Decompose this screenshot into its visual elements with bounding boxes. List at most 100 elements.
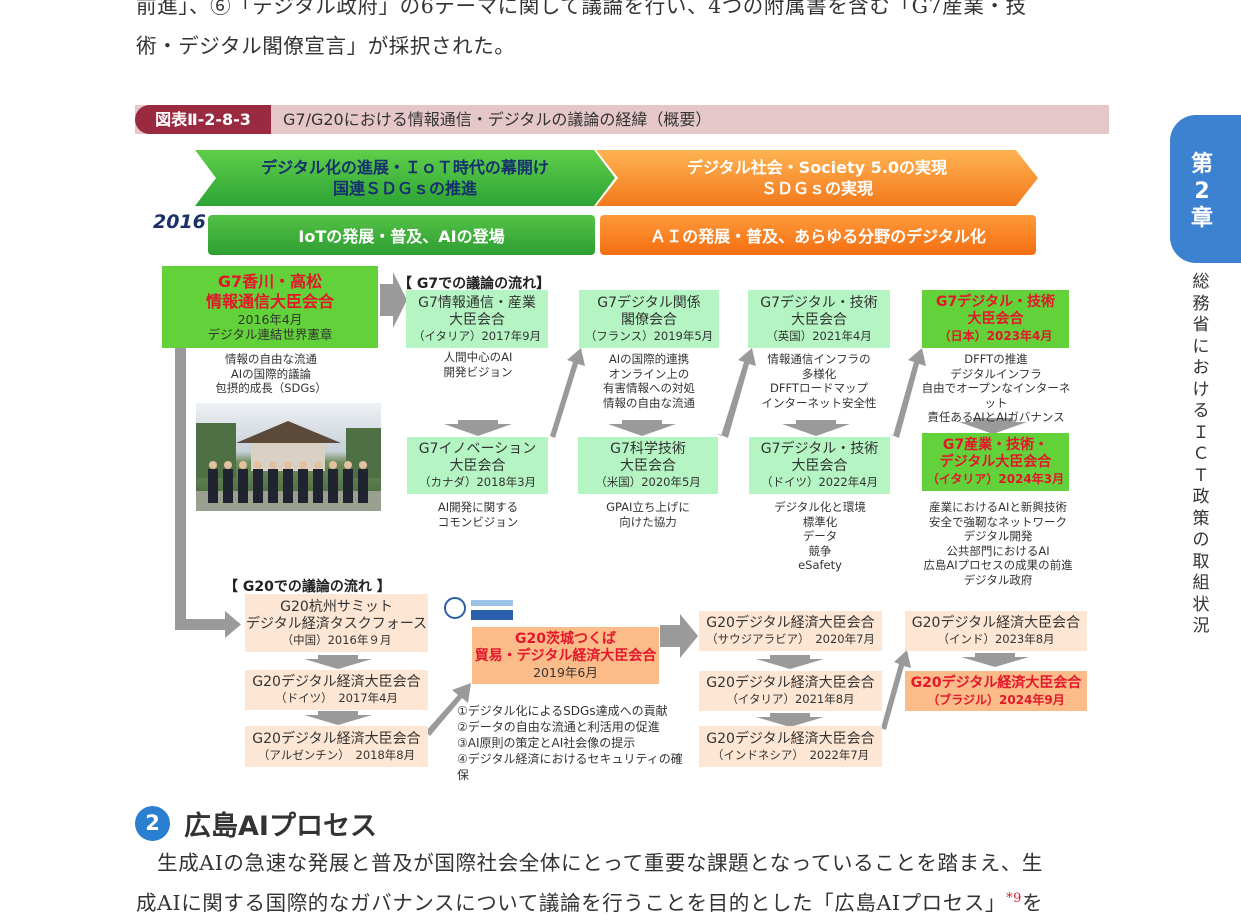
chapter-tab-line2: 2: [1194, 179, 1210, 204]
kagawa-line1: G7香川・高松: [217, 272, 323, 291]
g7-japan-note-4: 責任あるAIとAIガバナンス: [927, 410, 1065, 425]
g7-germany-note-1: デジタル化と環境: [774, 500, 866, 514]
g7-uk-notes: 情報通信インフラの 多様化 DFFTロードマップ インターネット安全性: [750, 352, 888, 410]
g20-tsukuba-line3: 2019年6月: [533, 665, 598, 680]
g7-germany-line3: （ドイツ）2022年4月: [760, 475, 879, 489]
g20-argentina-box: G20デジタル経済大臣会合 （アルゼンチン） 2018年8月: [245, 726, 428, 767]
g7-italy-2024-notes: 産業におけるAIと新興技術 安全で強靭なネットワーク デジタル開発 公共部門にお…: [915, 500, 1081, 588]
footnote-ref[interactable]: *9: [1006, 891, 1023, 906]
g7-france-note-2: オンライン上の: [608, 366, 690, 381]
arrow-down-4: [959, 418, 1027, 434]
g7-italy-2024-box: G7産業・技術・ デジタル大臣会合 （イタリア）2024年3月: [922, 433, 1069, 491]
g7-italy-2017-notes: 人間中心のAI 開発ビジョン: [418, 350, 538, 379]
g7-uk-note-1: 情報通信インフラの: [767, 352, 871, 366]
arrow-diag-g20-1: [422, 683, 471, 736]
g20-flow-title: 【 G20での議論の流れ 】: [224, 579, 391, 595]
phase-chevron-2: デジタル社会・Society 5.0の実現 ＳＤＧｓの実現: [596, 150, 1038, 206]
arrow-down-1: [444, 420, 512, 436]
kagawa-sub: デジタル連結世界憲章: [207, 327, 333, 342]
g7-japan-line3: （日本）2023年4月: [938, 329, 1053, 343]
intro-line-1: 前進」、⑥「デジタル政府」の6テーマに関して議論を行い、4つの附属書を含む「G7…: [136, 0, 1027, 18]
arrow-kagawa-g7: [380, 272, 407, 328]
g20-italy-box: G20デジタル経済大臣会合 （イタリア）2021年8月: [699, 671, 882, 711]
g7-france-line2: 閣僚会合: [621, 311, 677, 328]
arrow-down-2: [608, 420, 676, 436]
g7-canada-line2: 大臣会合: [449, 458, 506, 474]
g7-germany-notes: デジタル化と環境 標準化 データ 競争 eSafety: [758, 500, 882, 573]
g7-germany-line1: G7デジタル・技術: [760, 441, 879, 457]
g7-uk-note-2: 多様化: [801, 366, 837, 381]
g7-uk-line1: G7デジタル・技術: [760, 294, 878, 311]
g7-japan-notes: DFFTの推進 デジタルインフラ 自由でオープンなインターネット 責任あるAIと…: [918, 352, 1074, 425]
g7-flow-title: 【 G7での議論の流れ】: [398, 276, 551, 292]
g7-us-line3: （米国）2020年5月: [595, 475, 701, 489]
arrow-to-g20: [225, 611, 241, 638]
g20-indonesia-line2: （インドネシア） 2022年7月: [711, 747, 870, 762]
g7-japan-note-3: 自由でオープンなインターネット: [921, 381, 1071, 410]
phase2-line1: デジタル社会・Society 5.0の実現: [686, 158, 947, 177]
g20-tsukuba-box: G20茨城つくば 貿易・デジタル経済大臣会合 2019年6月: [472, 627, 659, 684]
g7-italy-2024-note-3: デジタル開発: [963, 529, 1033, 544]
g20-china-line1: G20杭州サミット: [280, 598, 393, 615]
g7-us-line2: 大臣会合: [620, 458, 676, 474]
g20-tsukuba-note-4: ④デジタル経済におけるセキュリティの確保: [457, 752, 683, 782]
g20-china-line3: （中国）2016年９月: [281, 632, 392, 647]
section2-paragraph: 生成AIの急速な発展と普及が国際社会全体にとって重要な課題となっていることを踏ま…: [136, 845, 1116, 921]
section2-line2-end: を: [1022, 890, 1044, 915]
year-label: 2016: [153, 211, 206, 233]
g7-uk-line2: 大臣会合: [791, 311, 847, 328]
connector-horizontal: [175, 619, 225, 630]
section2-line2: 成AIに関する国際的なガバナンスについて議論を行うことを目的とした「広島AIプロ…: [136, 881, 1116, 921]
g20-japan-logo: [443, 594, 515, 624]
kagawa-note-1: 情報の自由な流通: [225, 352, 317, 366]
figure-header-bar: [135, 105, 1109, 134]
g7-france-note-3: 有害情報への対処: [603, 381, 695, 396]
g7-japan-line1: G7デジタル・技術: [936, 294, 1055, 310]
g7-italy-2024-line1: G7産業・技術・: [942, 437, 1049, 453]
g7-italy-2024-note-5: 広島AIプロセスの成果の前進: [923, 558, 1073, 573]
g7-japan-note-1: DFFTの推進: [964, 352, 1028, 366]
g7-germany-note-3: データ: [802, 529, 838, 544]
g7-france-note-1: AIの国際的連携: [608, 352, 690, 366]
g20-brazil-box: G20デジタル経済大臣会合 （ブラジル）2024年9月: [905, 671, 1087, 711]
phase1-line1: デジタル化の進展・ＩｏＴ時代の幕開け: [261, 158, 549, 177]
g7-us-notes: GPAI立ち上げに 向けた協力: [588, 500, 708, 529]
g7-germany-line2: 大臣会合: [791, 458, 848, 474]
g7-italy-2017-line3: （イタリア）2017年9月: [412, 328, 542, 343]
g20-saudi-box: G20デジタル経済大臣会合 （サウジアラビア） 2020年7月: [699, 611, 882, 651]
section2-line1: 生成AIの急速な発展と普及が国際社会全体にとって重要な課題となっていることを踏ま…: [136, 851, 1044, 875]
g7-italy-2024-line2: デジタル大臣会合: [939, 454, 1052, 470]
g20-tsukuba-note-1: ①デジタル化によるSDGs達成への貢献: [457, 704, 668, 718]
g7-uk-note-3: DFFTロードマップ: [770, 381, 868, 396]
g20-indonesia-line1: G20デジタル経済大臣会合: [706, 730, 875, 747]
g20-brazil-line1: G20デジタル経済大臣会合: [910, 674, 1082, 691]
g20-brazil-line2: （ブラジル）2024年9月: [927, 692, 1065, 707]
figure-label: 図表Ⅱ-2-8-3: [135, 105, 271, 134]
g7-germany-note-4: 競争: [808, 543, 832, 558]
figure-title: G7/G20における情報通信・デジタルの議論の経緯（概要）: [283, 110, 712, 129]
era-bar-1: IoTの発展・普及、AIの登場: [208, 215, 595, 255]
arrow-down-g20-2: [304, 711, 372, 725]
g20-tsukuba-note-2: ②データの自由な流通と利活用の促進: [457, 720, 660, 734]
g20-logo-graphic: [444, 597, 513, 620]
g7-uk-note-4: インターネット安全性: [761, 395, 877, 410]
arrow-down-g20-5: [961, 653, 1029, 667]
intro-paragraph: 前進」、⑥「デジタル政府」の6テーマに関して議論を行い、4つの附属書を含む「G7…: [136, 0, 1111, 66]
arrow-down-g20-1: [304, 655, 372, 669]
g20-italy-line2: （イタリア）2021年8月: [726, 692, 855, 706]
section-title: 広島AIプロセス: [184, 811, 377, 842]
g7-canada-note-2: コモンビジョン: [437, 514, 519, 529]
arrow-right-g20: [660, 614, 698, 658]
g7-canada-notes: AI開発に関する コモンビジョン: [418, 500, 538, 529]
g7-germany-note-5: eSafety: [798, 558, 842, 573]
g20-germany-line2: （ドイツ） 2017年4月: [275, 691, 398, 705]
g7-italy-2024-note-4: 公共部門におけるAI: [946, 543, 1050, 558]
g20-china-line2: デジタル経済タスクフォース: [245, 615, 428, 632]
g7-italy-2017-note-2: 開発ビジョン: [443, 364, 513, 379]
kagawa-line2: 情報通信大臣会合: [205, 292, 334, 311]
g7-canada-line3: （カナダ）2018年3月: [418, 475, 537, 489]
g7-us-note-2: 向けた協力: [619, 514, 677, 529]
g7-italy-2017-line2: 大臣会合: [449, 311, 505, 328]
g7-italy-2017-note-1: 人間中心のAI: [443, 350, 513, 364]
g7-france-box: G7デジタル関係 閣僚会合 （フランス）2019年5月: [579, 290, 719, 348]
